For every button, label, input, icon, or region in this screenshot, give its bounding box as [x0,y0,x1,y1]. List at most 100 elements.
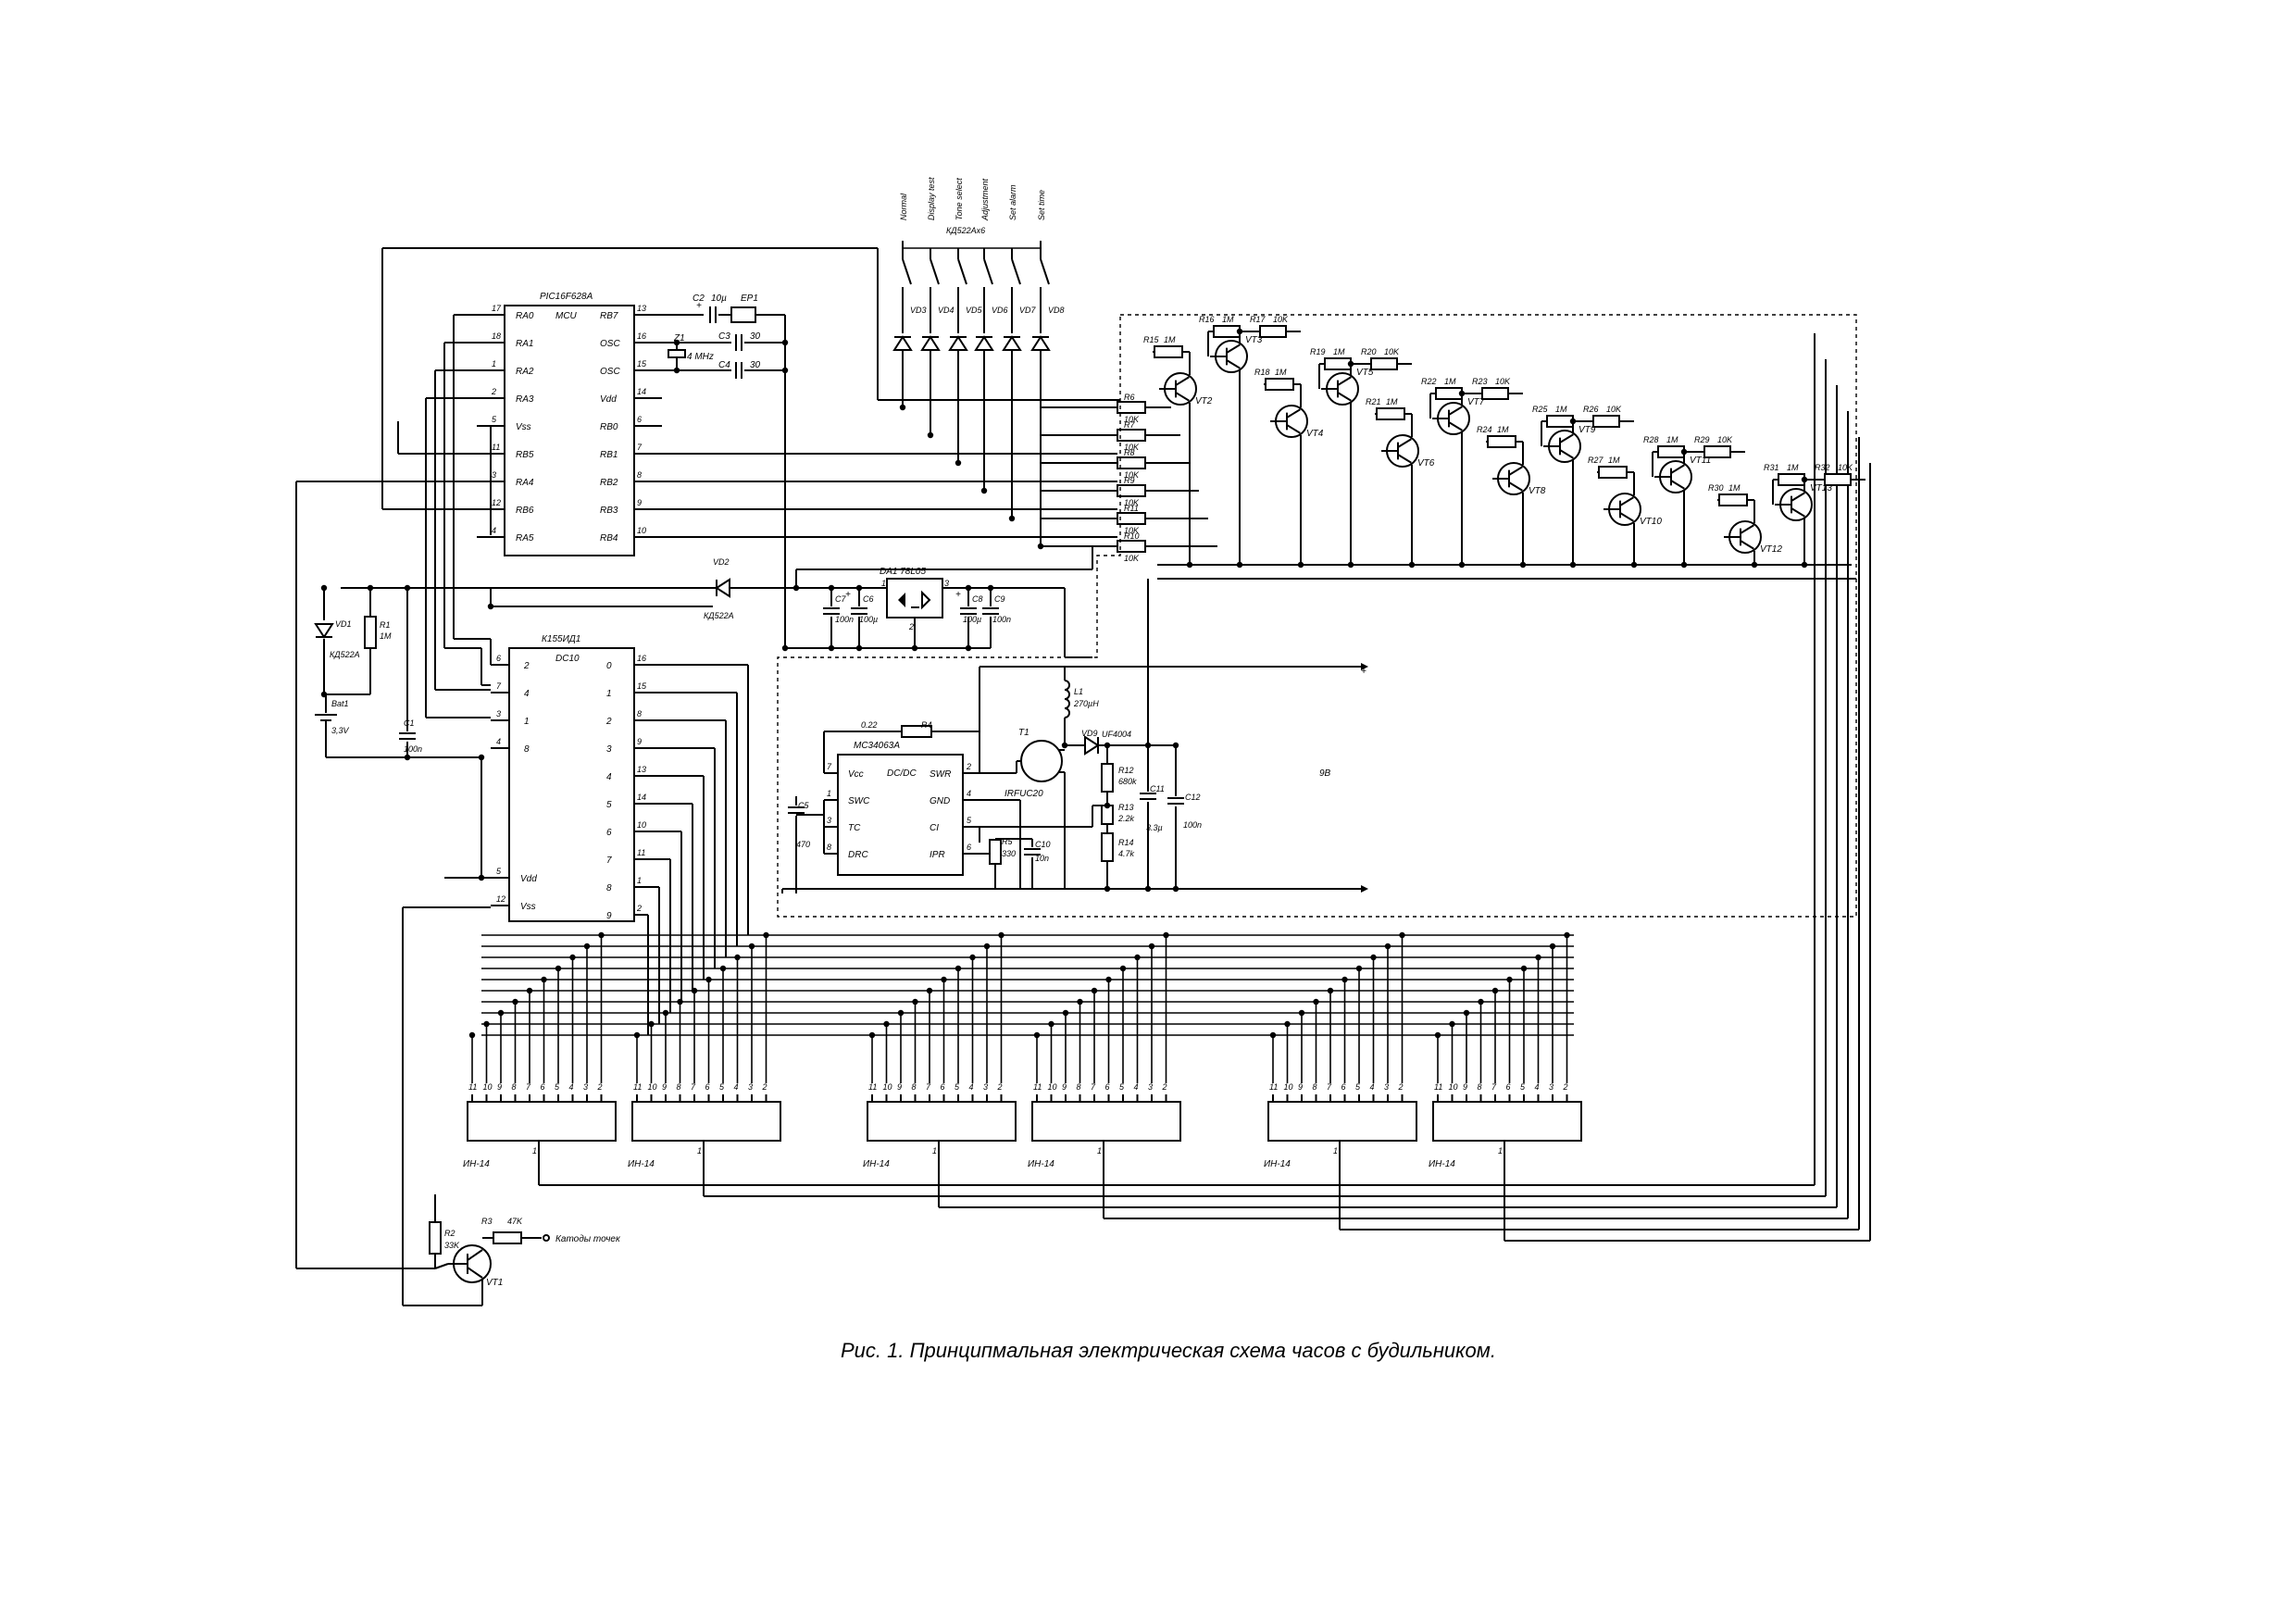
junction-dot [673,339,680,346]
junction-dot [1104,742,1111,749]
tube-pin-num: 6 [541,1082,545,1092]
boost-pin-num: 7 [827,762,832,771]
junction-dot [320,691,328,698]
transistor-VT4 [1286,424,1301,434]
resistor-R19 [1324,357,1352,370]
junction-dot [965,644,972,652]
boost-pin-num: 8 [827,843,831,852]
tube-pin-num: 6 [705,1082,710,1092]
junction-dot [1506,976,1513,983]
junction-dot [1751,561,1758,568]
dots-label: Катоды точек [555,1234,621,1244]
tube-pin-num: 3 [1148,1082,1153,1092]
resistor-R22 [1435,387,1463,400]
junction-dot [583,943,591,950]
tube-pin-num: 8 [1478,1082,1482,1092]
resistor-value: 10K [1495,377,1511,386]
c9-value: 100n [992,615,1011,624]
resistor-r1 [364,616,377,649]
junction-dot [1458,390,1466,397]
mcu-pin-name: RA2 [516,367,534,377]
l1-label: L1 [1074,687,1083,696]
resistor-R30 [1718,493,1748,506]
bat-value: 3,3V [331,726,350,735]
c5-value: 470 [796,840,810,849]
decoder-pin-name: 9 [606,911,612,921]
r5-label: R5 [1002,837,1013,846]
diode-label: VD8 [1048,306,1065,315]
junction-dot [487,603,494,610]
transistor-label: VT6 [1417,458,1435,468]
mcu-pin-name: RB5 [516,450,534,460]
resistor-name: R23 [1472,377,1488,386]
crystal-z1 [668,349,686,358]
tube-pin-num: 11 [1434,1082,1442,1092]
resistor-value: 1M [1787,463,1799,472]
input-resistor-value: 10K [1124,498,1140,507]
input-resistor-value: 10K [1124,470,1140,480]
junction-dot [927,431,934,439]
transistor-VT11 [1670,480,1685,490]
tube-label: ИН-14 [863,1159,890,1169]
tube-pin-num: 7 [1491,1082,1497,1092]
c4-label: C4 [718,360,730,370]
boost-pin-num: 2 [966,762,971,771]
tube-pin-num: 11 [1033,1082,1042,1092]
junction-dot [1549,943,1556,950]
resistor-value: 10K [1384,347,1400,356]
vd9-label: VD9 [1081,729,1098,738]
c3-value: 30 [750,331,761,342]
transistor-label: VT12 [1760,544,1782,555]
resistor-R28 [1657,445,1685,458]
mcu-body [504,305,635,556]
junction-dot [828,644,835,652]
junction-dot [705,976,712,983]
boost-pin-name: SWR [930,769,951,780]
junction-dot [792,584,800,592]
figure-caption: Рис. 1. Принципмальная электрическая схе… [841,1339,1496,1362]
tube-pin-num: 6 [941,1082,945,1092]
junction-dot [1134,954,1141,961]
junction-dot [673,367,680,374]
transistor-VT5 [1337,392,1352,402]
junction-dot [478,874,485,881]
tube-pin-num: 8 [1313,1082,1317,1092]
mcu-pin-name: Vss [516,422,531,432]
c2-value: 10µ [711,294,727,304]
resistor-R7 [1117,429,1146,442]
resistor-R32 [1824,473,1852,486]
c5-label: C5 [798,801,809,810]
resistor-R10 [1117,540,1146,553]
mcu-pin-name: RB0 [600,422,618,432]
regulator-arrow [921,590,931,610]
boost-pin-num: 5 [967,816,972,825]
terminal [543,1234,550,1242]
input-resistor-value: 10K [1124,526,1140,535]
tube-anode-pin: 1 [1498,1146,1503,1156]
junction-dot [719,965,727,972]
tube-pin-num: 3 [1549,1082,1554,1092]
junction-dot [1569,418,1577,425]
tube-pin-num: 10 [1284,1082,1293,1092]
junction-dot [1408,561,1416,568]
resistor-R27 [1598,466,1628,479]
nixie-tube [867,1101,1017,1142]
c7-value: 100n [835,615,854,624]
tube-pin-num: 5 [555,1082,560,1092]
mcu-pin-num: 7 [637,443,643,452]
junction-dot [1298,1009,1305,1017]
junction-dot [1341,976,1348,983]
junction-dot [883,1020,890,1028]
resistor-value: 1M [1333,347,1345,356]
arrow-gnd [1361,885,1368,893]
boost-pin-name: SWC [848,796,870,806]
resistor-name: R26 [1583,405,1599,414]
mcu-pin-name: RB1 [600,450,618,460]
diode-vd1 [314,623,334,639]
mcu-pin-name: RB2 [600,478,618,488]
decoder-pin-num: 4 [496,737,501,746]
decoder-pin-num: 2 [636,904,642,913]
mcu-pin-num: 10 [637,526,646,535]
resistor-value: 1M [1386,397,1398,406]
resistor-name: R27 [1588,456,1604,465]
